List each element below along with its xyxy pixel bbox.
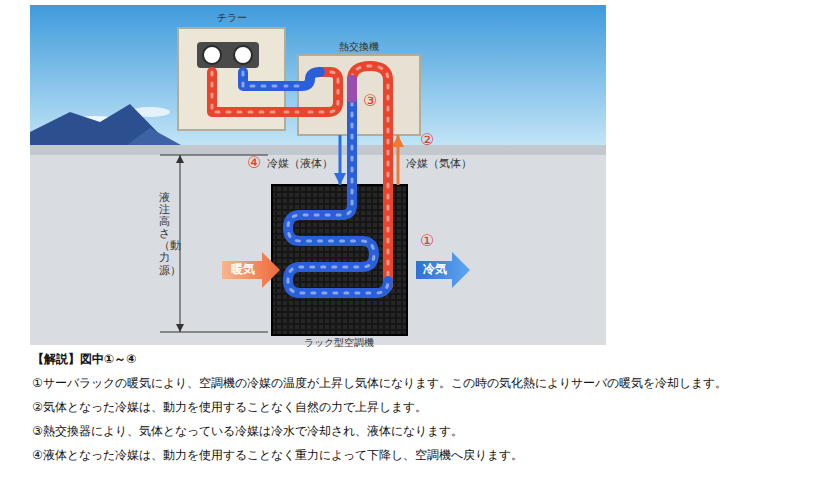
dimension-label: 液注高さ（動力源） [159, 192, 170, 277]
rack-air-conditioner-node: ラック型空調機 [270, 185, 407, 350]
callout-number: ② [420, 130, 434, 149]
dimension-arrow [176, 155, 184, 163]
heat-exchanger-node: 熱交換機 [298, 40, 420, 135]
water-pipe-connector [285, 86, 298, 87]
flow-arrow [398, 135, 399, 185]
pipe-shine [243, 72, 285, 86]
note-heading: 【解説】図中①～④ [32, 352, 136, 366]
dimension-line [180, 155, 181, 332]
dimension-arrow [176, 324, 184, 332]
callout-number: ③ [363, 91, 377, 110]
connector-line [397, 135, 400, 185]
edge-label: 冷媒（液体） [266, 157, 334, 170]
note-line: ④液体となった冷媒は、動力を使用することなく重力によって下降し、空調機へ戻ります… [32, 448, 523, 462]
pipe-shine [298, 72, 338, 112]
water-coil [298, 72, 338, 112]
chiller-node: チラー [178, 10, 285, 130]
wall-top [30, 145, 606, 155]
node-label: チラー [217, 12, 247, 24]
fan [203, 46, 221, 64]
connector-line [285, 81, 298, 91]
chiller-housing [178, 28, 285, 130]
fan [234, 46, 252, 64]
water-pipe-connector [285, 112, 298, 113]
flow-arrow [340, 135, 341, 185]
water-pipe [212, 72, 285, 112]
node-label: 熱交換機 [339, 41, 379, 53]
dimension-tick [160, 332, 268, 333]
connector-line [285, 107, 298, 117]
cool-air-arrow [416, 252, 470, 288]
sky [30, 5, 606, 150]
pipe-shine [285, 111, 298, 114]
warm-air-arrow [222, 252, 280, 288]
node-label: ラック型空調機 [304, 337, 374, 349]
air-label: 冷気 [423, 262, 447, 276]
edge-label: 冷媒（気体） [405, 157, 473, 170]
note-line: ①サーバラックの暖気により、空調機の冷媒の温度が上昇し気体になります。この時の気… [32, 376, 727, 390]
air-label: 暖気 [231, 262, 255, 276]
note-line: ②気体となった冷媒は、動力を使用することなく自然の力で上昇します。 [32, 400, 427, 414]
wall [30, 155, 606, 345]
water-pipe [243, 72, 285, 86]
pipe-shine [285, 85, 298, 88]
connector-line [339, 135, 342, 185]
refrigerant-transition [347, 80, 357, 98]
callout-number: ① [420, 231, 434, 250]
note-line: ③熱交換器により、気体となっている冷媒は冷水で冷却され、液体になります。 [32, 424, 463, 438]
pipe-shine [212, 72, 285, 112]
callout-number: ④ [247, 153, 261, 172]
fan-panel [197, 42, 259, 68]
